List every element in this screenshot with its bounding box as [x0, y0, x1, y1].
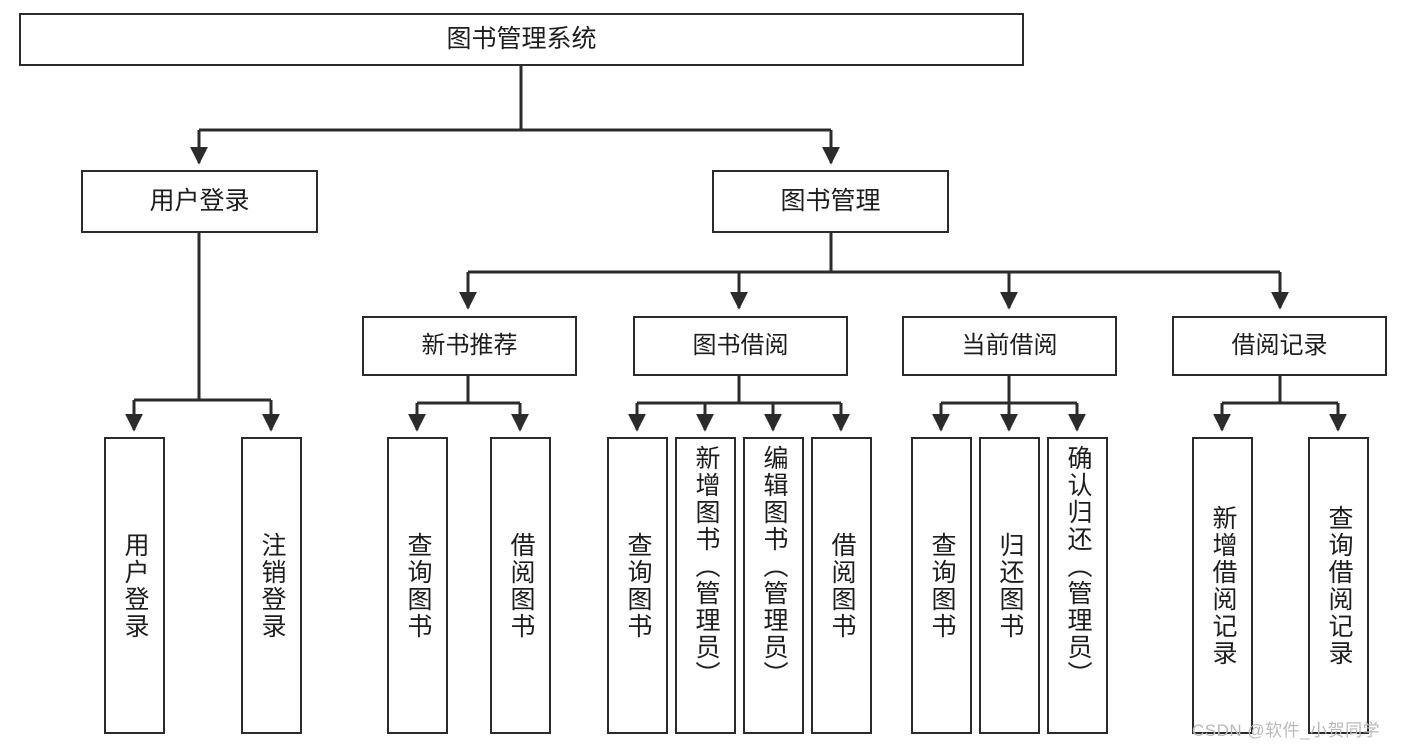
leaf-edit-book-label: 编辑图书（管理员） [760, 445, 788, 688]
node-book-borrow-label: 图书借阅 [692, 331, 789, 359]
leaf-edit-book[interactable]: 编辑图书（管理员） [743, 437, 804, 734]
leaf-borrow-book-1[interactable]: 借阅图书 [490, 437, 551, 734]
node-book-borrow[interactable]: 图书借阅 [633, 316, 848, 376]
leaf-add-record-label: 新增借阅记录 [1209, 504, 1237, 667]
node-borrow-record-label: 借阅记录 [1231, 331, 1328, 359]
leaf-borrow-book-2[interactable]: 借阅图书 [811, 437, 872, 734]
leaf-query-book-2[interactable]: 查询图书 [607, 437, 668, 734]
leaf-confirm-return-label: 确认归还（管理员） [1064, 445, 1092, 688]
leaf-query-book-1-label: 查询图书 [404, 531, 432, 640]
leaf-add-book[interactable]: 新增图书（管理员） [675, 437, 736, 734]
leaf-add-book-label: 新增图书（管理员） [692, 445, 720, 688]
node-user-login-label: 用户登录 [149, 186, 250, 215]
node-root-label: 图书管理系统 [446, 24, 597, 53]
leaf-borrow-book-2-label: 借阅图书 [828, 531, 856, 640]
node-new-book-rec[interactable]: 新书推荐 [362, 316, 577, 376]
leaf-confirm-return[interactable]: 确认归还（管理员） [1047, 437, 1108, 734]
leaf-query-record-label: 查询借阅记录 [1325, 504, 1353, 667]
leaf-query-book-1[interactable]: 查询图书 [387, 437, 448, 734]
leaf-add-record[interactable]: 新增借阅记录 [1192, 437, 1253, 734]
node-current-borrow[interactable]: 当前借阅 [902, 316, 1117, 376]
leaf-user-login-label: 用户登录 [121, 531, 149, 640]
node-book-manage[interactable]: 图书管理 [712, 170, 949, 233]
node-borrow-record[interactable]: 借阅记录 [1172, 316, 1387, 376]
node-new-book-rec-label: 新书推荐 [421, 331, 518, 359]
leaf-query-book-2-label: 查询图书 [624, 531, 652, 640]
leaf-query-record[interactable]: 查询借阅记录 [1308, 437, 1369, 734]
node-root[interactable]: 图书管理系统 [19, 13, 1024, 66]
node-current-borrow-label: 当前借阅 [961, 331, 1058, 359]
leaf-user-login[interactable]: 用户登录 [104, 437, 165, 734]
leaf-borrow-book-1-label: 借阅图书 [507, 531, 535, 640]
node-user-login[interactable]: 用户登录 [81, 170, 318, 233]
leaf-query-book-3-label: 查询图书 [928, 531, 956, 640]
leaf-return-book-label: 归还图书 [996, 531, 1024, 640]
leaf-return-book[interactable]: 归还图书 [979, 437, 1040, 734]
node-book-manage-label: 图书管理 [780, 186, 881, 215]
leaf-logout-login-label: 注销登录 [258, 531, 286, 640]
csdn-watermark: CSDN @软件_小贺同学 [1192, 721, 1381, 740]
leaf-logout-login[interactable]: 注销登录 [241, 437, 302, 734]
leaf-query-book-3[interactable]: 查询图书 [911, 437, 972, 734]
